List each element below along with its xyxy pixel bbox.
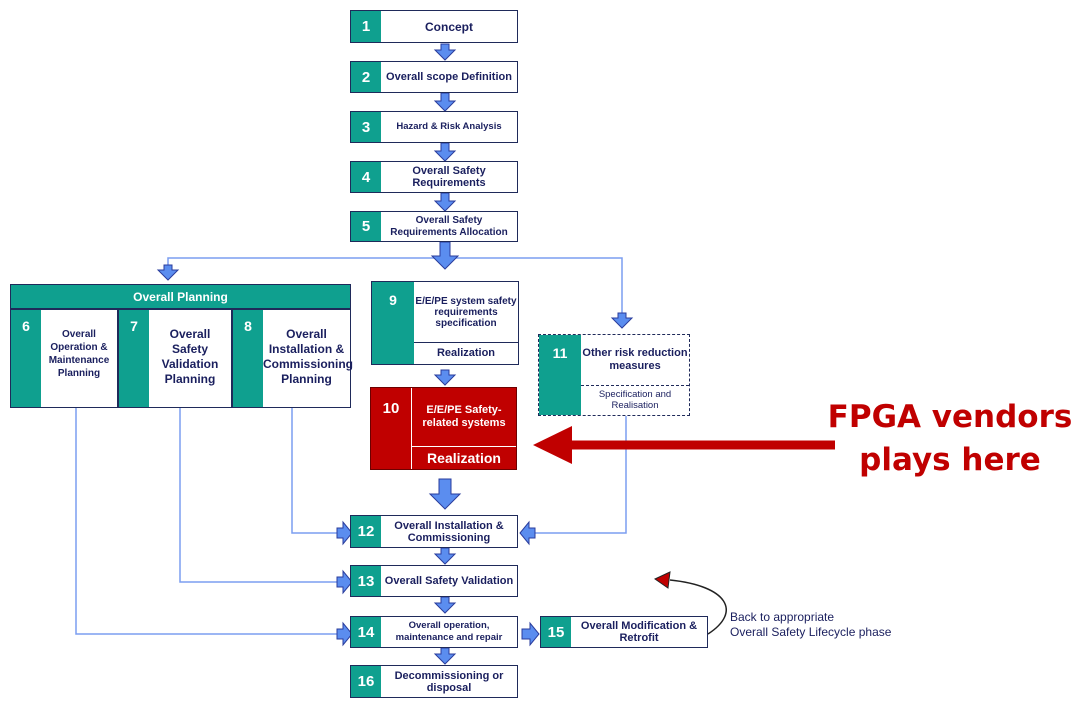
line-col8-to-12 [291, 408, 337, 534]
arrow-to-box11 [610, 312, 634, 329]
step-number: 7 [119, 310, 149, 407]
note-line-2: Overall Safety Lifecycle phase [730, 625, 892, 639]
arrow-14-16 [433, 647, 457, 665]
step-box-4: 4 Overall Safety Requirements [350, 161, 518, 193]
step-number: 12 [351, 516, 381, 547]
arrow-4-5 [433, 192, 457, 212]
step-number: 15 [541, 617, 571, 647]
step-number: 6 [11, 310, 41, 407]
step-number: 2 [351, 62, 381, 92]
step-box-3: 3 Hazard & Risk Analysis [350, 111, 518, 143]
line-col6-to-14 [75, 408, 337, 635]
step-box-14: 14 Overall operation, maintenance and re… [350, 616, 518, 648]
box11-spec-label: Specification and Realisation [598, 389, 672, 411]
line-to-planning [167, 257, 445, 265]
step-label: Overall Safety Validation Planning [161, 327, 219, 386]
step-number: 14 [351, 617, 381, 647]
arrow-13-14 [433, 596, 457, 614]
note-line-1: Back to appropriate [730, 610, 835, 624]
step-number: 16 [351, 666, 381, 697]
step-box-15: 15 Overall Modification & Retrofit [540, 616, 708, 648]
planning-col-6: 6 Overall Operation & Maintenance Planni… [10, 309, 118, 408]
step-number: 8 [233, 310, 263, 407]
step-number: 10 [382, 399, 400, 417]
planning-col-7: 7 Overall Safety Validation Planning [118, 309, 232, 408]
line-col7-to-13 [179, 408, 337, 583]
arrow-12-13 [433, 547, 457, 565]
step-number: 3 [351, 112, 381, 142]
step-box-5: 5 Overall Safety Requirements Allocation [350, 211, 518, 242]
fpga-vendor-callout: FPGA vendors plays here [820, 396, 1080, 482]
step-label: Overall Installation & Commissioning Pla… [263, 327, 354, 386]
arrow-to-planning [156, 264, 180, 281]
step-label: Decommissioning or disposal [394, 669, 504, 694]
step-box-10: 10 E/E/PE Safety-related systems Realiza… [370, 387, 517, 470]
step-label: Hazard & Risk Analysis [396, 121, 502, 132]
box10-realization-label: Realization [411, 446, 516, 469]
box10-systems-label: E/E/PE Safety-related systems [411, 388, 516, 447]
step-box-13: 13 Overall Safety Validation [350, 565, 518, 597]
step-box-9: 9 E/E/PE system safety requirements spec… [371, 281, 519, 365]
step-box-12: 12 Overall Installation & Commissioning [350, 515, 518, 548]
step-label: Overall Safety Validation [384, 575, 514, 587]
step-label: Overall scope Definition [386, 71, 512, 83]
side-arrows [336, 520, 540, 647]
step-label: Concept [425, 19, 473, 34]
box9-spec-label: E/E/PE system safety requirements specif… [414, 282, 518, 343]
step-number: 1 [351, 11, 381, 42]
arrow-11-into-12 [519, 520, 536, 546]
step-label: Overall Safety Requirements [412, 165, 486, 189]
step-box-2: 2 Overall scope Definition [350, 61, 518, 93]
overall-planning-header: Overall Planning [10, 284, 351, 309]
connector-lines [75, 257, 627, 635]
arrow-1-2 [433, 43, 457, 61]
step-label: Overall Modification & Retrofit [580, 620, 698, 644]
arrow-5-9 [430, 241, 460, 270]
step-label: Overall operation, maintenance and repai… [395, 620, 503, 643]
vendor-arrow [533, 426, 835, 464]
callout-line-2: plays here [859, 442, 1041, 478]
down-arrows [156, 43, 634, 665]
arrow-14-15 [521, 621, 540, 647]
back-arrow [653, 571, 727, 635]
step-box-16: 16 Decommissioning or disposal [350, 665, 518, 698]
planning-col-8: 8 Overall Installation & Commissioning P… [232, 309, 354, 408]
box9-realization-label: Realization [436, 347, 496, 359]
arrow-into-14 [336, 621, 353, 647]
step-label: Overall Safety Requirements Allocation [390, 214, 508, 238]
arrow-into-13 [336, 569, 353, 595]
step-box-1: 1 Concept [350, 10, 518, 43]
step-label: Overall Installation & Commissioning [394, 519, 504, 544]
line-to-box11 [445, 257, 623, 313]
step-number: 5 [351, 212, 381, 241]
arrow-3-4 [433, 142, 457, 162]
callout-line-1: FPGA vendors [827, 399, 1073, 435]
arrow-into-12 [336, 520, 353, 546]
line-box11-to-12 [535, 416, 627, 534]
arrow-2-3 [433, 92, 457, 112]
step-number: 4 [351, 162, 381, 192]
step-number: 9 [372, 282, 414, 364]
back-to-lifecycle-note: Back to appropriate Overall Safety Lifec… [730, 610, 891, 640]
step-number: 13 [351, 566, 381, 596]
box11-measures-label: Other risk reduction measures [581, 335, 689, 386]
step-label: Overall Operation & Maintenance Planning [48, 329, 110, 379]
arrow-9-10 [433, 369, 457, 386]
step-number: 11 [539, 335, 581, 415]
step-box-11: 11 Other risk reduction measures Specifi… [538, 334, 690, 416]
arrow-10-12 [428, 478, 462, 510]
